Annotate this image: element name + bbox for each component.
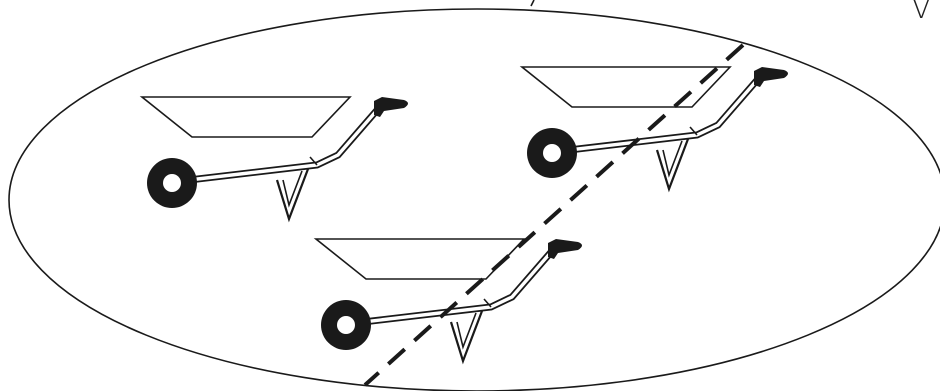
- dashed-divider-line: [365, 45, 743, 385]
- top-connector-line: [531, 0, 534, 6]
- wheelbarrow-right: [522, 67, 788, 189]
- wheelbarrow-left: [142, 97, 408, 219]
- wheelbarrow-bottom: [316, 239, 582, 361]
- corner-letter: V: [911, 0, 932, 24]
